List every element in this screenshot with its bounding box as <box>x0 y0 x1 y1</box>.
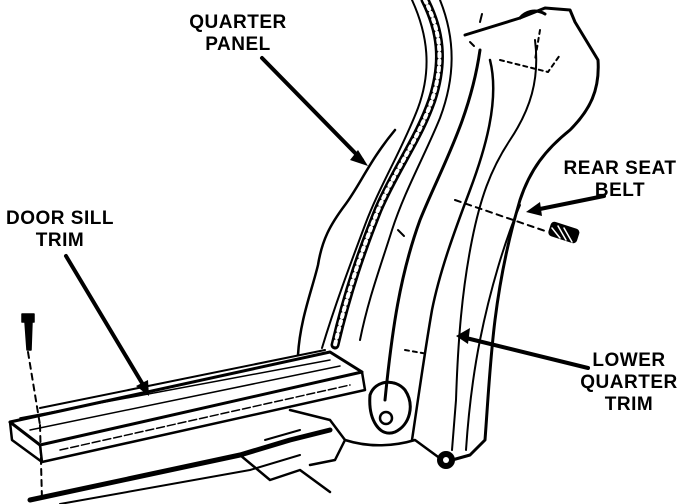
lower-quarter-trim-shape <box>410 6 600 464</box>
label-rear-seat-belt-line2: BELT <box>594 180 646 201</box>
leader-lower-quarter <box>464 336 590 370</box>
floor-pan-lines <box>27 408 447 504</box>
arrowhead-quarter-panel <box>350 150 368 166</box>
label-door-sill-trim: DOOR SILL TRIM <box>0 208 120 252</box>
lower-bracket-icon <box>368 380 455 469</box>
label-quarter-panel-line2: PANEL <box>205 34 271 55</box>
leader-lines <box>64 56 606 390</box>
door-sill-trim-shape <box>8 349 367 464</box>
leader-door-sill <box>64 254 147 390</box>
leader-arrowheads <box>136 150 542 396</box>
label-quarter-panel: QUARTER PANEL <box>178 12 298 56</box>
reference-marks <box>397 13 483 355</box>
arrowhead-lower-quarter <box>456 328 470 344</box>
label-lower-quarter-trim-line2: QUARTER <box>580 372 678 393</box>
leader-rear-seat-belt <box>533 194 606 212</box>
label-door-sill-trim-line2: TRIM <box>35 230 85 251</box>
arrowhead-door-sill <box>136 380 149 396</box>
sill-screw-icon <box>21 313 43 501</box>
label-door-sill-trim-line1: DOOR SILL <box>6 208 114 229</box>
label-lower-quarter-trim-line3: TRIM <box>604 394 654 415</box>
leader-quarter-panel <box>260 56 364 162</box>
seat-belt-bolt-icon <box>454 199 580 244</box>
quarter-panel-outline <box>296 48 482 402</box>
label-rear-seat-belt: REAR SEAT BELT <box>556 158 684 202</box>
label-rear-seat-belt-line1: REAR SEAT <box>563 158 677 179</box>
arrowhead-rear-seat-belt <box>526 202 542 216</box>
quarter-panel-seam <box>321 0 453 350</box>
label-quarter-panel-line1: QUARTER <box>189 12 287 33</box>
label-lower-quarter-trim: LOWER QUARTER TRIM <box>574 350 684 416</box>
label-lower-quarter-trim-line1: LOWER <box>592 350 666 371</box>
